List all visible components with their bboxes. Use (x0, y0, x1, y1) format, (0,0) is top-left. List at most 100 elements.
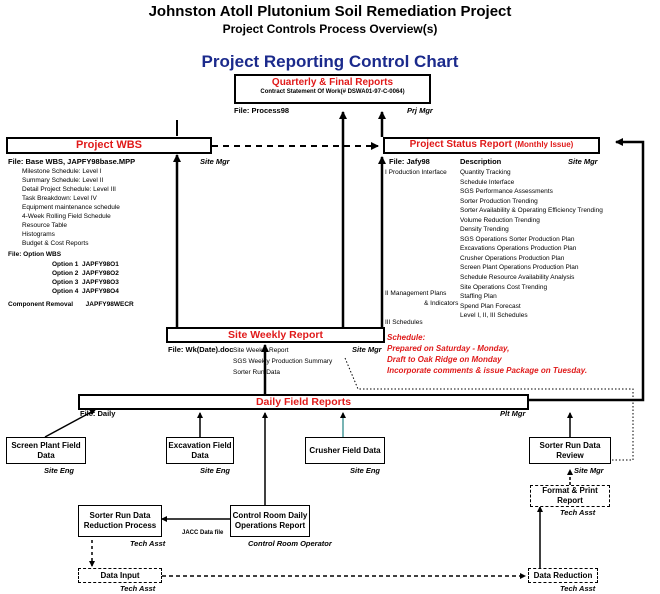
wbs-item: Histograms (22, 231, 55, 238)
sorter-review-box: Sorter Run Data Review (529, 437, 611, 464)
wbs-file: File: Base WBS, JAPFY98base.MPP (8, 157, 136, 166)
component-label: Component Removal (8, 301, 74, 308)
sorter-review-owner: Site Mgr (574, 466, 604, 475)
contract-statement: Contract Statement Of Work(# DSWA01-97-C… (260, 89, 405, 95)
wbs-item: 4-Week Rolling Field Schedule (22, 213, 111, 220)
wbs-options: Option 1 JAPFY98O1 Option 2 JAPFY98O2 Op… (52, 260, 119, 296)
format-print-owner: Tech Asst (560, 508, 596, 517)
wbs-item: Resource Table (22, 222, 68, 229)
status-item: Crusher Operations Production Plan (460, 254, 565, 262)
status-item: Staffing Plan (460, 293, 497, 301)
daily-to-status-loop (528, 138, 645, 402)
wbs-item: Task Breakdown: Level IV (22, 195, 97, 202)
review-to-weekly-dotted (344, 357, 634, 461)
option-label: Option 1 (52, 261, 79, 268)
option-label: Option 2 (52, 270, 79, 277)
status-title-suffix: (Monthly Issue) (514, 140, 574, 149)
section-schedules: III Schedules (385, 319, 423, 326)
control-room-box: Control Room Daily Operations Report (230, 505, 310, 537)
status-item: Level I, II, III Schedules (460, 312, 528, 320)
option-label: Option 3 (52, 279, 79, 286)
status-item: SGS Performance Assessments (460, 188, 553, 196)
status-item: Excavations Operations Production Plan (460, 245, 577, 253)
option-file: JAPFY98O2 (81, 270, 119, 277)
wbs-item: Milestone Schedule: Level I (22, 168, 102, 175)
screen-owner: Site Eng (44, 466, 75, 475)
option-file: JAPFY98O3 (81, 279, 119, 286)
subtitle: Project Controls Process Overview(s) (222, 22, 438, 36)
schedule-title: Schedule: (387, 333, 426, 342)
data-input-box: Data Input (78, 568, 162, 583)
crusher-owner: Site Eng (350, 466, 381, 475)
weekly-item: SGS Weekly Production Summary (233, 358, 333, 365)
wbs-item: Equipment maintenance schedule (22, 204, 120, 211)
wbs-item: Summary Schedule: Level II (22, 177, 104, 184)
status-item: Density Trending (460, 226, 509, 234)
option-label: Option 4 (52, 288, 79, 295)
status-item: Screen Plant Operations Production Plan (460, 264, 579, 272)
crusher-box: Crusher Field Data (305, 437, 385, 464)
status-item: Sorter Availability & Operating Efficien… (460, 207, 603, 215)
sorter-reduction-box: Sorter Run Data Reduction Process (78, 505, 162, 537)
data-reduction-box: Data Reduction (528, 568, 598, 583)
option-file: JAPFY98O4 (81, 288, 119, 295)
weekly-item-list: Site Weekly Report SGS Weekly Production… (233, 345, 332, 378)
component-file: JAPFY98WECR (85, 301, 134, 308)
status-owner: Site Mgr (568, 157, 598, 166)
screen-plant-box: Screen Plant Field Data (6, 437, 86, 464)
quarterly-owner: Prj Mgr (407, 106, 433, 115)
schedule-line: Incorporate comments & issue Package on … (387, 366, 588, 375)
weekly-file: File: Wk(Date).doc (168, 345, 234, 354)
project-wbs-box: Project WBS (6, 137, 212, 154)
quarterly-reports-title: Quarterly & Final Reports (271, 77, 394, 88)
project-status-title: Project Status Report (409, 139, 512, 150)
weekly-owner: Site Mgr (352, 345, 382, 354)
status-item: Schedule Interface (460, 178, 515, 186)
daily-field-title: Daily Field Reports (255, 396, 352, 408)
weekly-item: Sorter Run Data (233, 369, 280, 376)
status-item: Volume Reduction Trending (460, 216, 540, 224)
chart-title: Project Reporting Control Chart (201, 52, 459, 71)
screen-to-daily-arrow (44, 409, 96, 438)
main-title: Johnston Atoll Plutonium Soil Remediatio… (148, 3, 512, 20)
daily-file: File: Daily (80, 409, 116, 418)
data-input-owner: Tech Asst (120, 584, 156, 593)
control-room-owner: Control Room Operator (248, 539, 332, 548)
project-status-box: Project Status Report (Monthly Issue) (383, 137, 600, 154)
jacc-data-label: JACC Data file (182, 530, 224, 536)
section-production: I Production Interface (385, 169, 447, 176)
wbs-item: Detail Project Schedule: Level III (22, 186, 116, 193)
quarterly-reports-box: Quarterly & Final Reports Contract State… (234, 74, 431, 104)
wbs-option-header: File: Option WBS (8, 251, 62, 258)
status-item: Quantity Tracking (460, 169, 511, 176)
site-weekly-box: Site Weekly Report (166, 327, 385, 343)
quarterly-file: File: Process98 (234, 106, 290, 115)
site-weekly-title: Site Weekly Report (228, 329, 323, 341)
schedule-line: Draft to Oak Ridge on Monday (387, 355, 502, 364)
data-reduction-owner: Tech Asst (560, 584, 596, 593)
status-item: Spend Plan Forecast (460, 302, 521, 310)
section-indicators: & Indicators (424, 300, 459, 307)
status-item: SGS Operations Sorter Production Plan (460, 235, 575, 243)
schedule-note: Schedule: Prepared on Saturday - Monday,… (387, 332, 587, 376)
section-management: II Management Plans (385, 290, 447, 297)
wbs-owner: Site Mgr (200, 157, 230, 166)
status-item: Schedule Resource Availability Analysis (460, 274, 575, 282)
wbs-item: Budget & Cost Reports (22, 240, 89, 247)
component-removal: Component Removal JAPFY98WECR (8, 300, 134, 309)
status-item: Site Operations Cost Trending (460, 283, 548, 291)
daily-owner: Plt Mgr (500, 409, 526, 418)
status-item: Sorter Production Trending (460, 197, 538, 205)
status-file: File: Jafy98 (389, 157, 430, 166)
option-file: JAPFY98O1 (81, 261, 119, 268)
status-title-row: Project Status Report (Monthly Issue) (385, 139, 598, 150)
excavation-owner: Site Eng (200, 466, 231, 475)
excavation-box: Excavation Field Data (166, 437, 234, 464)
schedule-line: Prepared on Saturday - Monday, (387, 344, 510, 353)
sorter-reduction-owner: Tech Asst (130, 539, 166, 548)
status-desc-header: Description (460, 157, 502, 166)
format-print-box: Format & Print Report (530, 485, 610, 507)
daily-field-box: Daily Field Reports (78, 394, 529, 410)
wbs-item-list: Milestone Schedule: Level I Summary Sche… (22, 167, 120, 248)
